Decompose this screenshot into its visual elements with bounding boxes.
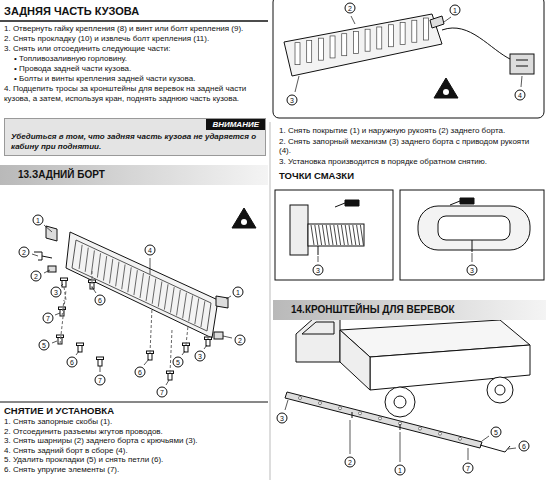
callout-number: 2 (345, 3, 356, 14)
instruction-step: 4. Снять задний борт в сборе (4). (4, 446, 266, 456)
truck-drawing (285, 318, 530, 452)
leader-line (318, 253, 472, 262)
instruction-step: 4. Подцепить тросы за кронштейны для вер… (4, 84, 266, 103)
section-heading: ЗАДНЯЯ ЧАСТЬ КУЗОВА (4, 5, 266, 18)
instruction-step: 1. Снять запорные скобы (1). (4, 417, 266, 427)
instruction-step: 3. Снять или отсоединить следующие части… (4, 44, 266, 54)
leader-line (285, 400, 516, 462)
warning-box: ВНИМАНИЕУбедиться в том, что задняя част… (4, 118, 266, 156)
callout-number: 4 (145, 245, 156, 256)
callout-number: 2 (19, 247, 30, 258)
callout-number: 5 (39, 340, 50, 351)
instruction-step: 2. Отсоединить разъемы жгутов проводов. (4, 427, 266, 437)
section-band: 14.КРОНШТЕЙНЫ ДЛЯ ВЕРЕВОК (273, 300, 546, 320)
instruction-step: 2. Снять запорный механизм (3) заднего б… (279, 137, 541, 156)
leader-line (295, 16, 522, 92)
callout-number: 1 (33, 215, 44, 226)
rule (0, 20, 268, 22)
callout-number: 6 (67, 357, 78, 368)
instruction-step: 5. Удалить прокладки (5) и снять петли (… (4, 455, 266, 465)
callout-number: 1 (395, 465, 406, 476)
callout-number: 2 (235, 335, 246, 346)
instruction-step: 1. Снять покрытие (1) и наружную рукоять… (279, 126, 541, 136)
instruction-step: • Провода задней части кузова. (14, 64, 266, 74)
section-band: 13.ЗАДНИЙ БОРТ (0, 165, 268, 185)
callout-number: 6 (519, 441, 530, 452)
callout-number: 3 (51, 287, 62, 298)
callout-number: 7 (463, 463, 474, 474)
callout-number: 7 (157, 387, 168, 398)
callout-number: 6 (95, 295, 106, 306)
instruction-step: 1. Отвернуть гайку крепления (8) и винт … (4, 24, 266, 34)
instruction-step: 3. Установка производится в порядке обра… (279, 157, 541, 167)
node-text: Убедиться в том, что задняя часть кузова… (5, 130, 265, 155)
callout-number: 5 (491, 427, 502, 438)
callout-number: 3 (287, 95, 298, 106)
rule (0, 402, 268, 403)
instruction-step: 3. Снять шарниры (2) заднего борта с крю… (4, 436, 266, 446)
tailgate-lock-drawing (273, 0, 544, 118)
callout-number: 3 (467, 265, 478, 276)
callout-number: 1 (233, 287, 244, 298)
node-text: 14.КРОНШТЕЙНЫ ДЛЯ ВЕРЕВОК (291, 304, 528, 316)
subsection-heading: ТОЧКИ СМАЗКИ (279, 170, 541, 181)
callout-number: 3 (313, 265, 324, 276)
subsection-heading: СНЯТИЕ И УСТАНОВКА (4, 405, 266, 416)
tailgate-drawing (34, 208, 256, 380)
lubrication-drawing (275, 190, 544, 280)
instruction-step: • Топливозаливную горловину. (14, 54, 266, 64)
column-rule (270, 122, 271, 480)
instruction-step: 2. Снять прокладку (10) и извлечь болт к… (4, 34, 266, 44)
callout-number: 3 (195, 351, 206, 362)
callout-number: 2 (31, 271, 42, 282)
callout-number: 2 (345, 457, 356, 468)
warning-heading: ВНИМАНИЕ (206, 119, 265, 130)
callout-number: 7 (43, 313, 54, 324)
callout-number: 1 (450, 5, 461, 16)
callout-number: 4 (515, 90, 526, 101)
instruction-step: 6. Снять упругие элементы (7). (4, 465, 266, 475)
node-text: 13.ЗАДНИЙ БОРТ (18, 169, 250, 181)
callout-number: 7 (95, 375, 106, 386)
callout-number: 3 (277, 413, 288, 424)
instruction-step: • Болты и винты крепления задней части к… (14, 74, 266, 84)
leader-line (32, 225, 232, 385)
callout-number: 6 (135, 367, 146, 378)
callout-number: 5 (173, 357, 184, 368)
